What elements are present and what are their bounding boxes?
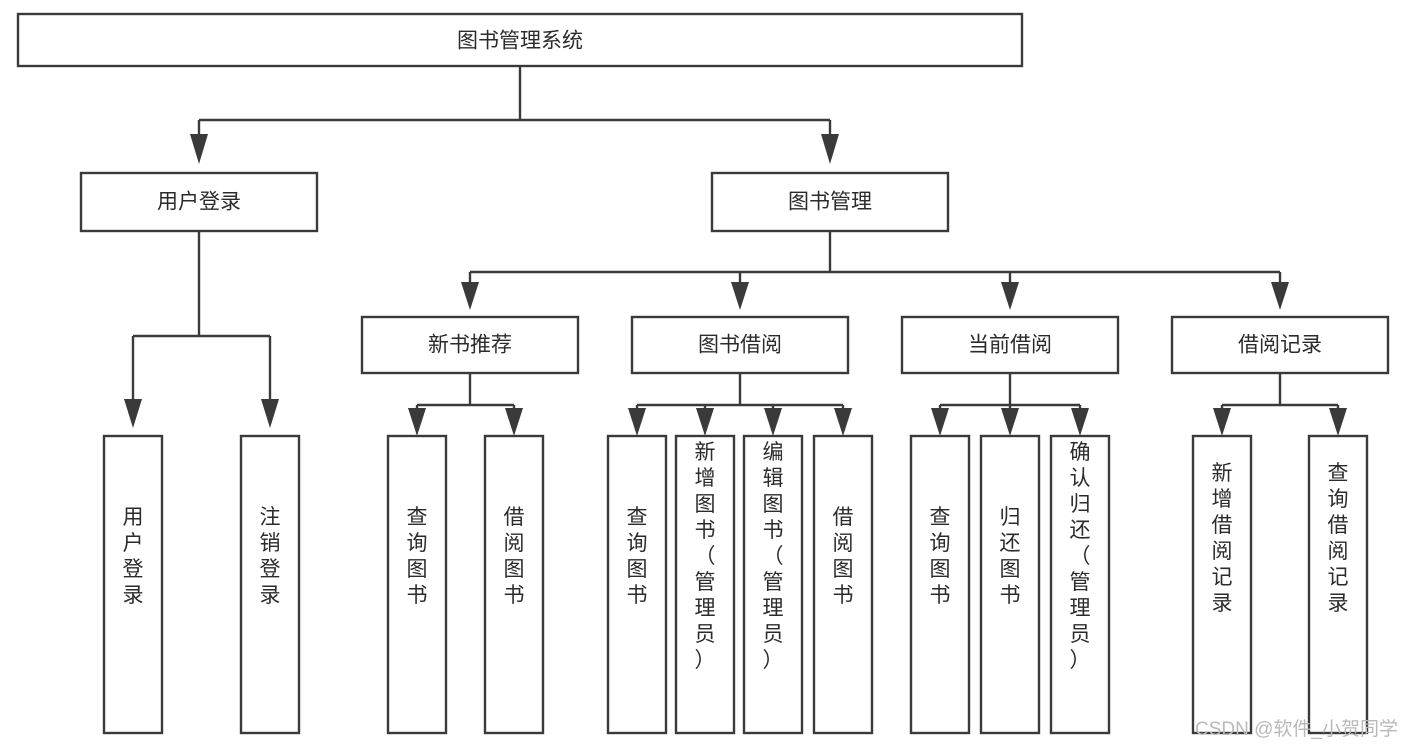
- node-leaf-borrow-book-1[interactable]: 借阅图书: [483, 434, 545, 735]
- node-leaf-logout-login[interactable]: 注销登录: [239, 434, 301, 735]
- node-box[interactable]: [674, 434, 736, 735]
- node-leaf-query-book-3[interactable]: 查询图书: [909, 434, 971, 735]
- watermark: CSDN @软件_小贺同学: [1195, 718, 1398, 740]
- node-leaf-return-book[interactable]: 归还图书: [979, 434, 1041, 735]
- node-leaf-borrow-book-2[interactable]: 借阅图书: [812, 434, 874, 735]
- connector-bookborrow-to-leaves: [628, 373, 852, 436]
- arrow-head-icon: [731, 282, 749, 310]
- node-leaf-confirm-return[interactable]: 确认归还（管理员）: [1049, 434, 1111, 735]
- node-box[interactable]: [1307, 434, 1369, 735]
- node-book-management[interactable]: 图书管理: [710, 171, 950, 233]
- node-new-book-recommend[interactable]: 新书推荐: [360, 315, 580, 375]
- node-leaf-query-book-1[interactable]: 查询图书: [386, 434, 448, 735]
- node-box[interactable]: [386, 434, 448, 735]
- node-box[interactable]: [1170, 315, 1390, 375]
- connector-bookmgmt-to-level3: [461, 231, 1289, 310]
- node-box[interactable]: [79, 171, 319, 233]
- node-label: 新增图书（管理员）: [695, 441, 716, 672]
- arrow-head-icon: [764, 408, 782, 436]
- node-label: 查询图书: [407, 506, 428, 607]
- arrow-head-icon: [1001, 408, 1019, 436]
- node-label: 图书管理系统: [457, 30, 583, 53]
- node-label: 查询借阅记录: [1328, 462, 1349, 615]
- arrow-head-icon: [124, 399, 142, 428]
- node-leaf-query-borrow-record[interactable]: 查询借阅记录: [1307, 434, 1369, 735]
- node-label: 新增借阅记录: [1212, 462, 1233, 615]
- node-label: 用户登录: [157, 191, 241, 214]
- node-borrow-record[interactable]: 借阅记录: [1170, 315, 1390, 375]
- connector-userlogin-to-leaves: [124, 231, 279, 428]
- connector-currentborrow-to-leaves: [931, 373, 1089, 436]
- node-leaf-user-login[interactable]: 用户登录: [102, 434, 164, 735]
- node-leaf-query-book-2[interactable]: 查询图书: [606, 434, 668, 735]
- node-box[interactable]: [606, 434, 668, 735]
- arrow-head-icon: [696, 408, 714, 436]
- node-book-borrow[interactable]: 图书借阅: [630, 315, 850, 375]
- node-label: 注销登录: [260, 506, 281, 607]
- node-label: 归还图书: [1000, 506, 1021, 607]
- node-label: 用户登录: [123, 506, 144, 607]
- arrow-head-icon: [628, 408, 646, 436]
- connector-root-to-level2: [190, 66, 839, 164]
- node-leaf-edit-book[interactable]: 编辑图书（管理员）: [742, 434, 804, 735]
- node-leaf-add-book[interactable]: 新增图书（管理员）: [674, 434, 736, 735]
- node-box[interactable]: [483, 434, 545, 735]
- node-label: 当前借阅: [968, 334, 1052, 357]
- node-box[interactable]: [742, 434, 804, 735]
- node-label: 新书推荐: [428, 334, 512, 357]
- node-box[interactable]: [360, 315, 580, 375]
- node-box[interactable]: [710, 171, 950, 233]
- node-label: 查询图书: [627, 506, 648, 607]
- node-user-login[interactable]: 用户登录: [79, 171, 319, 233]
- node-box[interactable]: [239, 434, 301, 735]
- node-label: 借阅记录: [1238, 334, 1322, 357]
- node-box[interactable]: [979, 434, 1041, 735]
- node-label: 借阅图书: [833, 506, 854, 607]
- node-box[interactable]: [900, 315, 1120, 375]
- arrow-head-icon: [821, 134, 839, 164]
- node-box[interactable]: [1049, 434, 1111, 735]
- arrow-head-icon: [1001, 282, 1019, 310]
- node-label: 借阅图书: [504, 506, 525, 607]
- node-label: 编辑图书（管理员）: [763, 441, 784, 672]
- arrow-head-icon: [261, 399, 279, 428]
- node-label: 图书借阅: [698, 334, 782, 357]
- node-label: 查询图书: [930, 506, 951, 607]
- node-box[interactable]: [16, 12, 1024, 68]
- node-box[interactable]: [812, 434, 874, 735]
- arrow-head-icon: [931, 408, 949, 436]
- arrow-head-icon: [408, 408, 426, 436]
- connector-newbook-to-leaves: [408, 373, 523, 436]
- node-leaf-add-borrow-record[interactable]: 新增借阅记录: [1191, 434, 1253, 735]
- node-root[interactable]: 图书管理系统: [16, 12, 1024, 68]
- arrow-head-icon: [461, 282, 479, 310]
- arrow-head-icon: [1271, 282, 1289, 310]
- node-box[interactable]: [1191, 434, 1253, 735]
- node-box[interactable]: [630, 315, 850, 375]
- node-box[interactable]: [909, 434, 971, 735]
- arrow-head-icon: [190, 134, 208, 164]
- node-box[interactable]: [102, 434, 164, 735]
- node-current-borrow[interactable]: 当前借阅: [900, 315, 1120, 375]
- arrow-head-icon: [834, 408, 852, 436]
- arrow-head-icon: [1213, 408, 1231, 436]
- arrow-head-icon: [505, 408, 523, 436]
- node-label: 图书管理: [788, 191, 872, 214]
- connector-borrowrecord-to-leaves: [1213, 373, 1347, 436]
- arrow-head-icon: [1071, 408, 1089, 436]
- node-label: 确认归还（管理员）: [1070, 441, 1091, 672]
- arrow-head-icon: [1329, 408, 1347, 436]
